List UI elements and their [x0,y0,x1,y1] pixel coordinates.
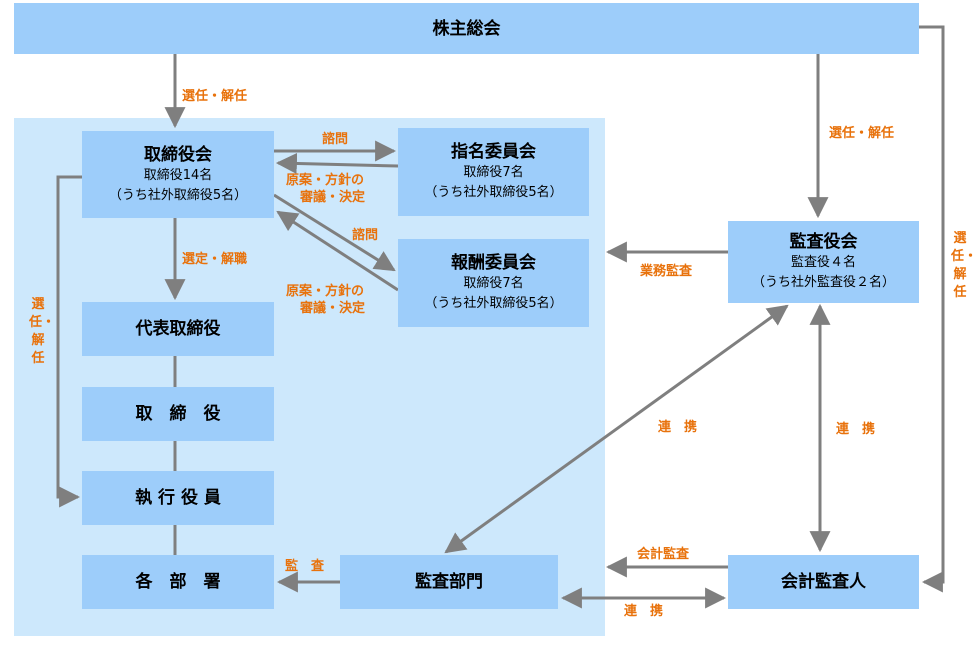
internal-audit-box: 監査部門 [340,555,558,609]
compensation-title: 報酬委員会 [451,253,536,273]
label-coordination-vertical: 連 携 [836,422,876,437]
departments-title: 各 部 署 [135,572,221,592]
compensation-committee-box: 報酬委員会 取締役7名 （うち社外取締役5名） [398,239,589,327]
arrow-report-nomination [275,152,399,174]
representative-title: 代表取締役 [135,319,221,339]
label-deliberation-compensation-2: 審議・決定 [300,301,366,316]
representative-director-box: 代表取締役 [82,302,274,356]
board-title: 取締役会 [144,144,212,165]
arrow-shareholders-accounting [919,25,945,593]
auditors-title: 監査役会 [789,232,858,252]
nomination-outside-count: （うち社外取締役5名） [424,185,563,200]
label-elect-executives: 選任・解任 [29,297,56,366]
arrow-coordination-diagonal [444,304,789,554]
audit-board-box: 監査役会 監査役４名 （うち社外監査役２名） [728,221,919,303]
directors-box: 取 締 役 [82,387,274,441]
label-appoint-dismiss: 選定・解職 [182,252,248,267]
label-elect-auditors: 選任・解任 [829,126,895,141]
label-elect-board: 選任・解任 [182,89,248,104]
nomination-title: 指名委員会 [451,142,536,162]
accounting-auditor-box: 会計監査人 [728,555,919,609]
arrow-board-executives [56,175,82,508]
label-deliberation-nomination-1: 原案・方針の [286,173,365,188]
compensation-outside-count: （うち社外取締役5名） [424,296,563,311]
label-deliberation-compensation-1: 原案・方針の [286,284,365,299]
departments-box: 各 部 署 [82,555,274,609]
label-audit: 監 査 [285,559,325,574]
accounting-auditor-title: 会計監査人 [781,572,866,592]
arrow-report-compensation [276,210,399,292]
executives-title: 執 行 役 員 [135,488,221,508]
board-box: 取締役会 取締役14名 （うち社外取締役5名） [82,131,274,218]
directors-title: 取 締 役 [135,404,221,424]
board-outside-count: （うち社外取締役5名） [108,187,248,203]
nomination-committee-box: 指名委員会 取締役7名 （うち社外取締役5名） [398,128,589,216]
executive-officers-box: 執 行 役 員 [82,471,274,525]
nomination-count: 取締役7名 [463,165,524,180]
label-inquiry-compensation: 諮問 [352,228,379,243]
auditors-count: 監査役４名 [790,255,856,270]
label-elect-accounting: 選任・解任 [951,231,978,300]
label-deliberation-nomination-2: 審議・決定 [300,190,366,205]
auditors-outside-count: （うち社外監査役２名） [751,275,895,290]
shareholders-box: 株主総会 [14,3,919,54]
board-count: 取締役14名 [143,167,213,183]
shareholders-title: 株主総会 [432,18,501,39]
label-inquiry-nomination: 諮問 [322,132,349,147]
arrow-inquiry-compensation [273,193,396,272]
label-coordination-bottom: 連 携 [624,604,664,619]
label-accounting-audit: 会計監査 [637,547,690,562]
compensation-count: 取締役7名 [463,276,524,291]
label-coordination-diagonal: 連 携 [658,420,698,435]
internal-audit-title: 監査部門 [415,572,483,592]
label-business-audit: 業務監査 [640,264,693,279]
